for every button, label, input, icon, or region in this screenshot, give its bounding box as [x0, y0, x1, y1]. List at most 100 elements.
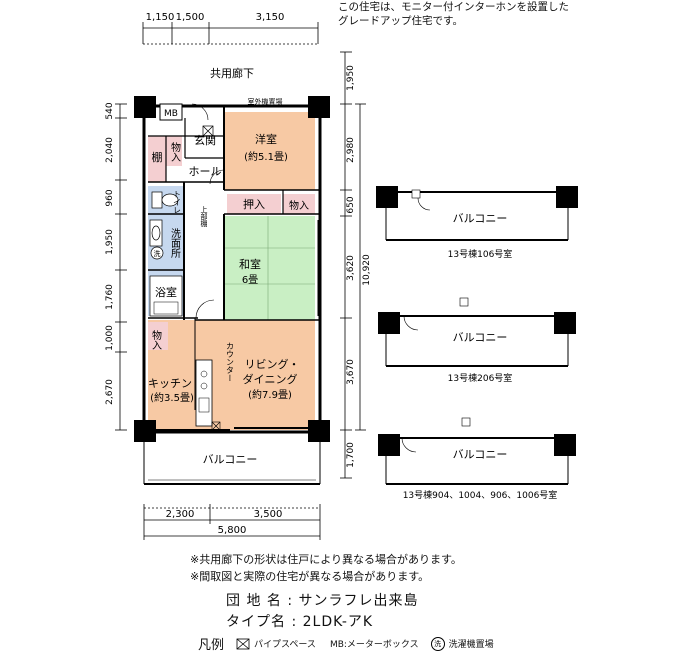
storage3-label: 物入	[150, 329, 162, 350]
top-dimensions	[142, 22, 319, 45]
type-value: 2LDK-アK	[302, 614, 374, 630]
japanese-room-size: 6畳	[242, 274, 258, 286]
kitchen-label: キッチン	[148, 377, 192, 390]
outdoor-unit-label: 室外機置場	[248, 97, 283, 106]
dim-left-5: 1,760	[105, 284, 115, 310]
main-balcony-label: バルコニー	[203, 453, 258, 466]
dining-label: ダイニング	[243, 372, 298, 386]
dim-bottom-2: 3,500	[254, 509, 283, 520]
upper-shelf-label: 上部棚	[200, 205, 208, 228]
ldk-size: (約7.9畳)	[248, 388, 292, 401]
bathtub	[149, 275, 183, 317]
dim-left-7: 2,670	[105, 379, 115, 405]
left-dimensions	[115, 103, 127, 431]
western-room-size: (約5.1畳)	[244, 150, 288, 163]
right-dimensions	[340, 51, 366, 479]
grade-up-note-line2: グレードアップ住宅です。	[338, 15, 463, 27]
western-room-area	[225, 112, 315, 190]
dim-right-6: 1,700	[346, 442, 356, 468]
complex-row: 団 地 名 : サンラフレ出来島	[226, 593, 419, 609]
dim-top-1: 1,150	[146, 12, 175, 23]
bath-label: 浴室	[155, 285, 177, 299]
toilet-fixture	[151, 191, 179, 209]
legend-title: 凡例	[198, 638, 225, 653]
living-label: リビング・	[245, 357, 300, 371]
toilet-label: トイレ	[173, 190, 182, 214]
japanese-room-area	[225, 216, 315, 320]
dim-left-2: 2,040	[105, 137, 115, 163]
variant-904	[378, 417, 576, 485]
walls	[142, 104, 322, 434]
type-label: タイプ名	[226, 614, 286, 630]
entrance-label: 玄関	[194, 133, 216, 147]
dim-right-total: 10,920	[362, 254, 372, 286]
dim-left-1: 540	[105, 102, 115, 119]
pipe-space-legend-icon	[236, 638, 250, 649]
variant-206	[378, 297, 576, 367]
variant-106-balcony: バルコニー	[453, 212, 508, 225]
storage3-area	[148, 322, 168, 350]
variant-904-caption: 13号棟904、1004、906、1006号室	[403, 489, 558, 501]
dim-right-2: 2,980	[346, 137, 356, 163]
pillars	[134, 96, 330, 442]
japanese-room-label: 和室	[239, 257, 261, 271]
washer-legend: 洗濯機置場	[448, 640, 494, 650]
bottom-dimensions	[143, 504, 321, 540]
variant-904-balcony: バルコニー	[453, 448, 508, 461]
complex-label: 団 地 名	[226, 593, 282, 609]
washer-mark-icon	[150, 246, 164, 260]
counter-label: カウンター	[226, 342, 235, 382]
mb-label: MB	[164, 109, 178, 119]
variant-106	[376, 186, 578, 241]
variant-206-balcony: バルコニー	[453, 331, 508, 344]
corridor-label: 共用廊下	[210, 66, 254, 80]
storage2-label: 物入	[289, 199, 309, 212]
legend: 凡例 パイプスペース MB:メーターボックス 洗 洗濯機置場	[198, 634, 494, 653]
pipe-space-icon	[202, 125, 214, 137]
dim-left-4: 1,950	[105, 229, 115, 255]
main-balcony	[143, 432, 321, 485]
variant-106-caption: 13号棟106号室	[448, 248, 513, 260]
shelf-label: 棚	[152, 150, 163, 164]
dim-bottom-total: 5,800	[218, 525, 247, 536]
washroom-label: 洗面所	[169, 228, 181, 259]
door-arcs	[191, 103, 225, 319]
closet-label: 押入	[243, 197, 265, 211]
dim-right-4: 3,620	[346, 255, 356, 281]
dim-right-3: 650	[346, 196, 356, 213]
grade-up-note-line1: この住宅は、モニター付インターホンを設置した	[338, 1, 569, 13]
note-plan: ※間取図と実際の住宅が異なる場合があります。	[190, 570, 430, 583]
sink-fixture	[149, 219, 163, 247]
dim-left-3: 960	[105, 189, 115, 206]
dim-right-1: 1,950	[346, 65, 356, 91]
kitchen-counter	[195, 359, 213, 427]
grade-up-note: この住宅は、モニター付インターホンを設置した グレードアップ住宅です。	[338, 0, 700, 28]
pipe-space-legend: パイプスペース	[254, 640, 316, 650]
rooms	[148, 112, 315, 430]
storage-area	[166, 136, 182, 166]
variant-206-caption: 13号棟206号室	[448, 372, 513, 384]
complex-value: サンラフレ出来島	[298, 593, 419, 609]
washer-mark-text: 洗	[154, 249, 161, 258]
dim-top-2: 1,500	[176, 12, 205, 23]
kitchen-size: (約3.5畳)	[150, 391, 194, 404]
washer-legend-icon: 洗	[430, 636, 445, 651]
dim-left-6: 1,000	[105, 325, 115, 351]
storage-label: 物入	[169, 141, 181, 162]
dim-top-3: 3,150	[256, 12, 285, 23]
closet-area	[227, 194, 281, 214]
type-row: タイプ名 : 2LDK-アK	[226, 614, 374, 630]
ldk-area	[195, 320, 315, 430]
mb-legend: MB:メーターボックス	[329, 640, 419, 650]
bathtub-inner	[153, 301, 179, 315]
dim-right-5: 3,670	[346, 359, 356, 385]
shelf-area	[148, 136, 166, 182]
western-room-label: 洋室	[255, 132, 277, 146]
hall-label: ホール	[189, 165, 222, 178]
dim-bottom-1: 2,300	[166, 509, 195, 520]
sliding-doors	[156, 220, 319, 431]
note-corridor: ※共用廊下の形状は住戸により異なる場合があります。	[190, 553, 462, 566]
storage2-area	[283, 194, 315, 214]
mb-box	[159, 103, 183, 121]
